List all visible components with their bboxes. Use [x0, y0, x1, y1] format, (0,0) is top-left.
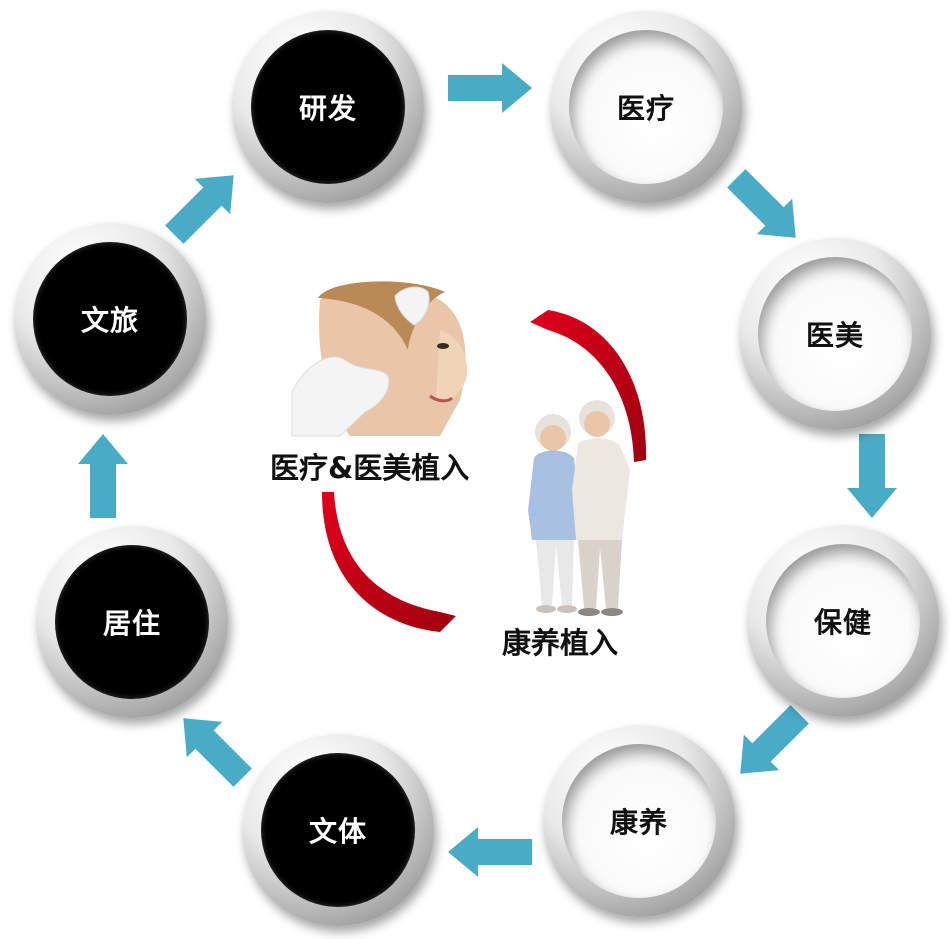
node-label-yiliao: 医疗 [616, 92, 675, 125]
medical-beauty-photo [290, 281, 498, 437]
node-yanfa: 研发 [232, 11, 424, 203]
arrow-yiliao-to-yimei [727, 169, 796, 238]
node-kangyang: 康养 [543, 725, 735, 917]
node-baojian: 保健 [747, 525, 939, 717]
node-yimei: 医美 [739, 238, 931, 430]
node-label-baojian: 保健 [813, 606, 872, 639]
arrow-yimei-to-baojian [847, 434, 897, 518]
node-label-yanfa: 研发 [298, 92, 357, 125]
node-label-wenti: 文体 [308, 815, 367, 848]
medical-beauty-implant-label: 医疗&医美植入 [270, 451, 470, 485]
node-label-wenlv: 文旅 [80, 304, 139, 337]
node-face: 文体 [261, 753, 415, 907]
arrow-baojian-to-kangyang [740, 705, 809, 774]
arrow-wenti-to-juzhu [183, 718, 252, 787]
node-face: 保健 [766, 544, 920, 698]
node-yiliao: 医疗 [550, 11, 742, 203]
elderly-couple-photo [528, 400, 630, 616]
node-face: 医疗 [569, 30, 723, 184]
cycle-arrow-lower [322, 492, 456, 632]
node-wenlv: 文旅 [14, 223, 206, 415]
node-label-juzhu: 居住 [102, 607, 161, 640]
node-face: 文旅 [33, 242, 187, 396]
node-face: 医美 [758, 257, 912, 411]
arrow-juzhu-to-wenlv [78, 434, 128, 518]
arrow-yanfa-to-yiliao [448, 63, 532, 113]
arrow-kangyang-to-wenti [448, 827, 532, 877]
wellness-implant-label: 康养植入 [502, 626, 619, 660]
node-wenti: 文体 [242, 734, 434, 926]
node-face: 居住 [55, 545, 209, 699]
node-label-kangyang: 康养 [609, 806, 668, 839]
node-label-yimei: 医美 [805, 319, 864, 352]
cycle-arrow-upper [530, 310, 647, 462]
node-face: 康养 [562, 744, 716, 898]
arrow-wenlv-to-yanfa [165, 175, 234, 244]
node-juzhu: 居住 [36, 526, 228, 718]
node-face: 研发 [251, 30, 405, 184]
